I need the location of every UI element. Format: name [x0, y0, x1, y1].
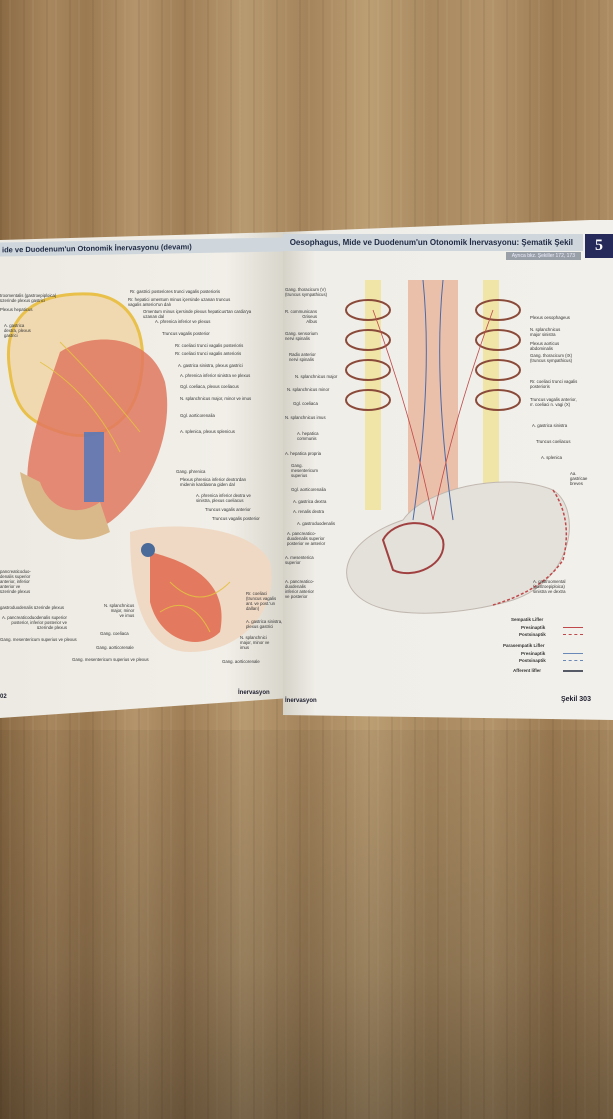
- label: Radix anterior nervi spinalis: [289, 352, 316, 362]
- label: A. renalis dextra: [293, 509, 325, 514]
- legend-sym-post: Postsinaptik: [519, 632, 546, 637]
- label: A. hepatica propria: [285, 451, 322, 456]
- label: R. communicans Griseus Albus: [285, 309, 317, 324]
- legend-parasympathetic-title: Parasempatik Lifler: [503, 643, 545, 648]
- legend-para-pre: Presinaptik: [521, 651, 546, 656]
- right-page-header: Oesophagus, Mide ve Duodenum'un Otonomik…: [283, 234, 583, 251]
- label: Rr. gastrici posteriores trunci vagalis …: [130, 289, 221, 294]
- label: Plexus oesophageus: [530, 315, 570, 320]
- label: Gang. aorticorenale: [222, 659, 260, 664]
- label: Ggl. aorticorenalia: [180, 413, 215, 418]
- label: N. splanchnicus major, minor ve imus: [104, 603, 135, 618]
- label: A. phrenica inferior sinistra ve plexus: [180, 373, 251, 378]
- label: A. phrenica inferior ve plexus: [155, 319, 211, 324]
- label: Plexus hepaticus: [0, 307, 33, 312]
- label: A. mesenterica superior: [285, 555, 314, 565]
- legend-sym-post-line: [563, 634, 583, 635]
- label: Gang. mesentericum superius ve plexus: [72, 657, 149, 662]
- label: N. splanchnicus major, minor ve imus: [180, 396, 252, 401]
- label: Plexus phrenica inferior dextra'dan mide…: [180, 477, 247, 487]
- label: Truncus vagalis anterior: [205, 507, 251, 512]
- legend-para-post-line: [563, 660, 583, 661]
- label: A. splenica, plexus splenicus: [180, 429, 235, 434]
- label: A. splenica: [541, 455, 563, 460]
- label: A. gastroduodenalis: [297, 521, 335, 526]
- label: Gang. sensorium nervi spinalis: [285, 331, 318, 341]
- label: Gang. thoracicum (V) (truncus sympathicu…: [285, 287, 328, 297]
- label: A. gastrica dextra: [293, 499, 327, 504]
- label: Ggl. aorticorenalia: [291, 487, 326, 492]
- label: A. gastrica sinistra: [532, 423, 568, 428]
- label: Truncus vagalis anterior, rr. coeliaci n…: [530, 397, 577, 407]
- label: A. hepatica communis: [297, 431, 319, 441]
- label: A. gastrica dextra, plexus gastrici: [4, 323, 31, 338]
- section-name: İnervasyon: [285, 698, 317, 704]
- label: Gang. mesentericum superius: [291, 463, 318, 478]
- legend-afferent: Afferent lifler: [513, 668, 542, 673]
- label: N. splanchnicus imus: [285, 415, 326, 420]
- label: Gang. thoracicum (IX) (truncus sympathic…: [530, 353, 573, 363]
- label: Gang. mesentericum superius ve plexus: [0, 637, 77, 642]
- label: Gang. phrenica: [176, 469, 206, 474]
- label: Truncus vagalis posterior: [212, 516, 260, 521]
- legend-sympathetic-title: Sempatik Lifler: [511, 617, 544, 622]
- label: troomentalis (gastroepiploica) üzerinde …: [0, 293, 57, 303]
- legend-para-pre-line: [563, 653, 583, 654]
- legend-para-post: Postsinaptik: [519, 658, 546, 663]
- label: Plexus aorticus abdominalis: [530, 341, 560, 351]
- label: Truncus coeliacus: [536, 439, 571, 444]
- label: Rr. coeliaci trunci vagalis posterioris: [175, 343, 244, 348]
- label: Truncus vagalis posterior: [162, 331, 210, 336]
- label: gastroduodenalis üzerinde plexus: [0, 605, 65, 610]
- label: A. gastrica sinistra, plexus gastrici: [246, 619, 283, 629]
- label: A. pancreatico- duodenalis inferior ante…: [285, 579, 314, 599]
- label: Gang. aorticorenale: [96, 645, 134, 650]
- label: Omentum minus içersinde plexus hepaticus…: [143, 309, 252, 319]
- right-page: Oesophagus, Mide ve Duodenum'un Otonomik…: [283, 220, 613, 720]
- label: Rr. coeliaci (truncus vagalis ant. ve po…: [246, 591, 277, 611]
- stomach-innervation-illustration: [7, 292, 272, 652]
- label: Ggl. coeliaca: [293, 401, 318, 406]
- label: N. splanchnici major, minor ve imus: [240, 635, 270, 650]
- left-page: ide ve Duodenum'un Otonomik İnervasyonu …: [0, 232, 283, 718]
- shadow: [0, 730, 613, 1119]
- label: Aa. gastricae breves: [570, 471, 588, 486]
- label: A. pancreatico- duodenalis superior post…: [287, 531, 326, 546]
- label: Rr. hepatici omentum minus içersinde uza…: [128, 297, 231, 307]
- label: A. gastrica sinistra, plexus gastrici: [178, 363, 243, 368]
- label: Ggl. coeliaca, plexus coeliacus: [180, 384, 239, 389]
- label: Rr. coeliaci trunci vagalis posterioris: [530, 379, 578, 389]
- page-number: 02: [0, 694, 7, 700]
- legend-afferent-line: [563, 670, 583, 672]
- label: Gang. coeliaca: [100, 631, 129, 636]
- label: N. splanchnicus major sinistra: [530, 327, 561, 337]
- figure-number: Şekil 303: [561, 696, 591, 703]
- label: A. phrenica inferior dextra ve sinistra,…: [196, 493, 251, 503]
- label: A. pancreaticoduodenalis superior poster…: [2, 615, 67, 630]
- see-also-reference: Ayrıca bkz. Şekiller 172, 173: [505, 252, 581, 260]
- label: N. splanchnicus minor: [287, 387, 330, 392]
- label: N. splanchnicus major: [295, 374, 338, 379]
- label: pancreaticoduo- denalis superior anterio…: [0, 569, 31, 594]
- label: A. gastroomental (gastroepiploica) sinis…: [533, 579, 566, 594]
- legend-sym-pre-line: [563, 627, 583, 628]
- schematic-innervation-illustration: [345, 279, 570, 614]
- label: Rr. coeliaci trunci vagalis anterioris: [175, 351, 242, 356]
- legend-sym-pre: Presinaptik: [521, 625, 546, 630]
- section-name: İnervasyon: [238, 690, 270, 696]
- chapter-number: 5: [585, 234, 613, 258]
